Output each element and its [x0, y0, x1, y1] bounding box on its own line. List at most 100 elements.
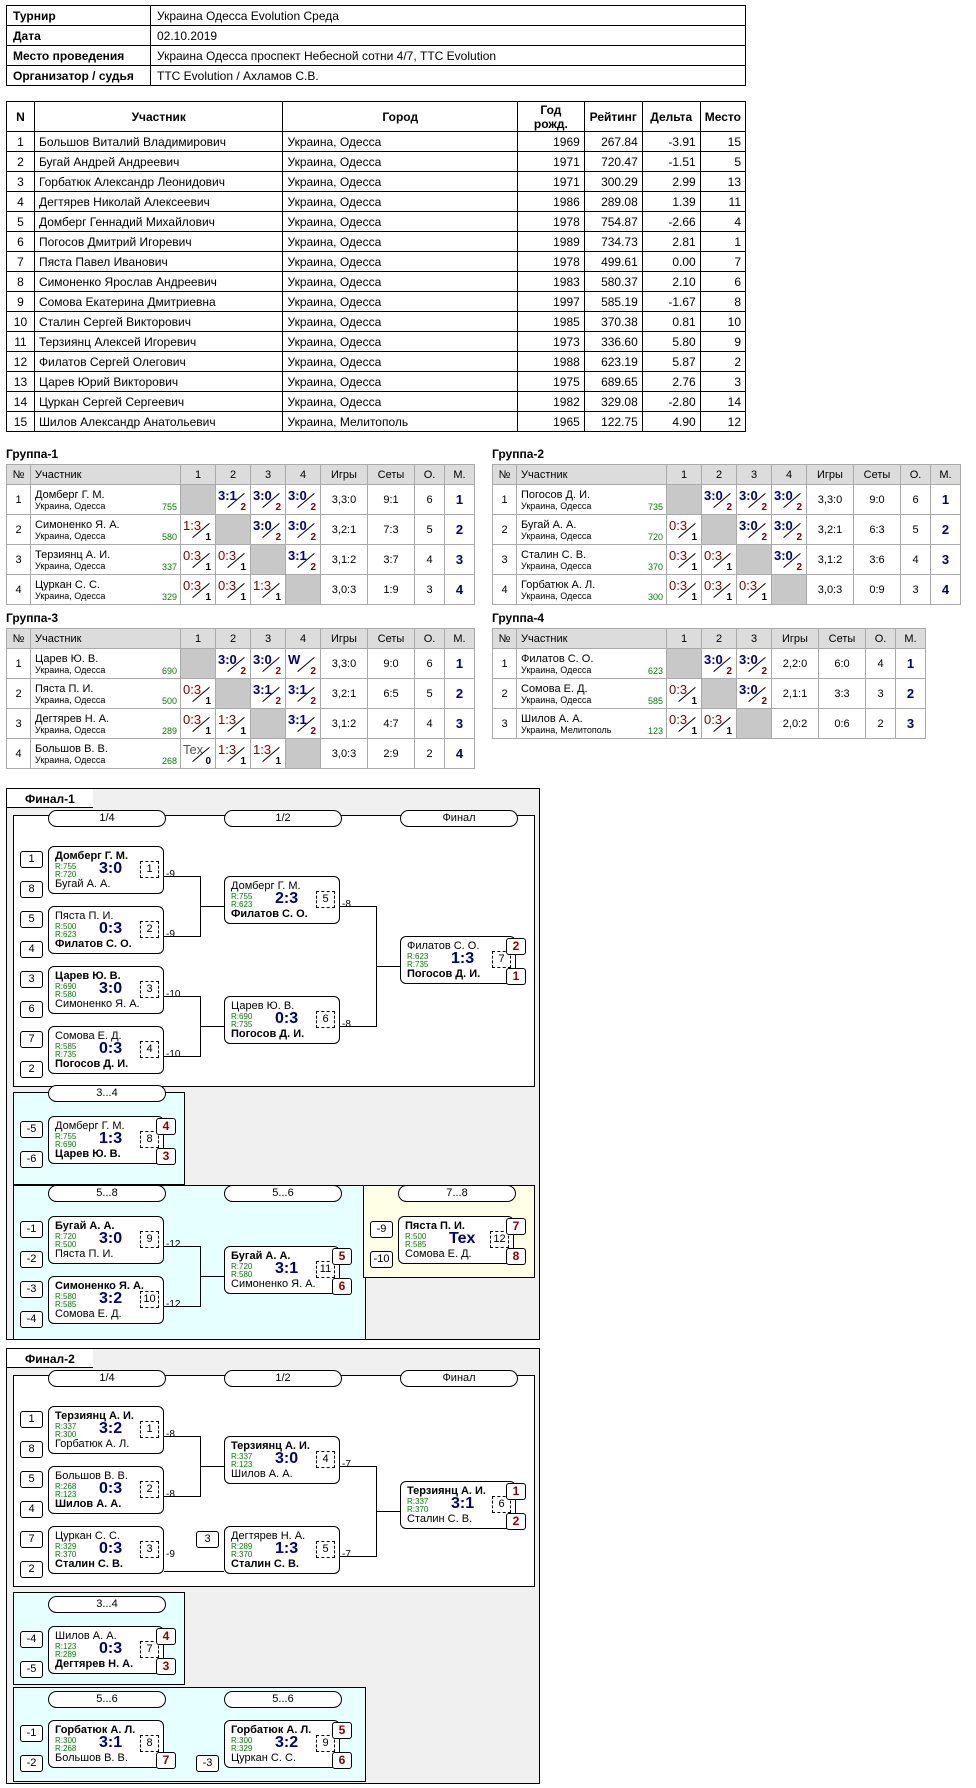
- loser-reference: -8: [166, 1429, 175, 1440]
- participant-name: Цуркан С. С.: [35, 578, 100, 591]
- place-badge: 2: [506, 938, 526, 955]
- diagonal-cell: [180, 484, 216, 515]
- games-cell: 2,1:1: [771, 678, 819, 709]
- table-cell: 8: [699, 291, 747, 312]
- row-number: 2: [492, 678, 517, 709]
- score-value: 0:3: [218, 577, 237, 593]
- bracket-line: [164, 1246, 200, 1247]
- games-cell: 2,2:0: [771, 648, 819, 679]
- player-1-name: Пяста П. И.: [405, 1220, 465, 1232]
- column-header: О.: [414, 628, 445, 649]
- match-number: 9: [316, 1735, 335, 1752]
- bracket-line: [200, 1466, 224, 1467]
- player-2-rating: R:623: [55, 930, 77, 939]
- score-points: 1: [691, 591, 697, 603]
- loser-reference: -7: [342, 1549, 351, 1560]
- player-1-name: Домберг Г. М.: [231, 880, 301, 892]
- score-value: 3:0: [288, 487, 307, 503]
- score-value: 3:0: [704, 487, 723, 503]
- table-cell: 2: [6, 151, 35, 172]
- loser-reference: -8: [342, 1019, 351, 1030]
- table-cell: 8: [6, 271, 35, 292]
- match-number: 7: [492, 951, 511, 968]
- round-header: 3...4: [48, 1085, 166, 1102]
- participant-rating: 755: [161, 502, 177, 512]
- player-2-rating: R:690: [55, 1140, 77, 1149]
- player-1-name: Царев Ю. В.: [231, 1000, 295, 1012]
- column-header: Игры: [771, 628, 819, 649]
- player-2-rating: R:580: [231, 1270, 253, 1279]
- player-2-rating: R:735: [407, 960, 429, 969]
- table-cell: 329.08: [583, 391, 643, 412]
- score-points: 2: [761, 531, 767, 543]
- bracket-line: [164, 1306, 200, 1307]
- score-value: 0:3: [739, 577, 758, 593]
- table-cell: 1978: [517, 211, 585, 232]
- player-1-name: Бугай А. А.: [231, 1250, 291, 1262]
- table-cell: 2.99: [641, 171, 701, 192]
- match-number: 4: [140, 1041, 159, 1058]
- loser-reference: -2: [20, 1755, 43, 1772]
- place-badge: 3: [156, 1658, 176, 1675]
- seed-number: 8: [20, 1441, 43, 1458]
- match-number: 1: [140, 861, 159, 878]
- player-1-name: Терзиянц А. И.: [55, 1410, 134, 1422]
- player-2-name: Сталин С. В.: [407, 1513, 473, 1525]
- participant-name: Филатов С. О.: [521, 652, 594, 665]
- info-value: Украина Одесса Evolution Среда: [150, 5, 746, 26]
- table-cell: 1965: [517, 411, 585, 432]
- place-badge: 2: [506, 1513, 526, 1530]
- player-1-rating: R:300: [55, 1736, 77, 1745]
- score-value: 0:3: [183, 547, 202, 563]
- table-cell: 12: [6, 351, 35, 372]
- info-key: Организатор / судья: [6, 65, 151, 86]
- score-value: 0:3: [669, 681, 688, 697]
- table-cell: 1997: [517, 291, 585, 312]
- player-2-rating: R:720: [55, 870, 77, 879]
- table-cell: Дегтярев Николай Алексеевич: [33, 191, 284, 212]
- diagonal-cell: [215, 678, 251, 709]
- player-1-rating: R:500: [405, 1232, 427, 1241]
- table-cell: 4.90: [641, 411, 701, 432]
- round-header: 1/2: [224, 1370, 342, 1387]
- score-value: 3:0: [253, 487, 272, 503]
- loser-reference: -9: [166, 869, 175, 880]
- bracket-line: [200, 1276, 224, 1277]
- place-badge: 8: [506, 1248, 526, 1265]
- table-cell: 3: [6, 171, 35, 192]
- participant-rating: 300: [647, 592, 663, 602]
- place-cell: 1: [444, 648, 475, 679]
- score-points: 1: [205, 591, 211, 603]
- player-2-rating: R:123: [55, 1490, 77, 1499]
- player-1-name: Домберг Г. М.: [55, 1120, 125, 1132]
- loser-reference: -1: [20, 1725, 43, 1742]
- column-header: Участник: [516, 628, 667, 649]
- player-1-rating: R:337: [407, 1497, 429, 1506]
- diagonal-cell: [180, 648, 216, 679]
- loser-reference: -10: [166, 1049, 181, 1060]
- player-2-name: Сталин С. В.: [231, 1558, 299, 1570]
- sets-cell: 6:5: [367, 678, 415, 709]
- score-value: Tex: [183, 741, 204, 757]
- column-header: Сеты: [853, 464, 901, 485]
- player-2-rating: R:580: [55, 990, 77, 999]
- diagonal-cell: [666, 484, 702, 515]
